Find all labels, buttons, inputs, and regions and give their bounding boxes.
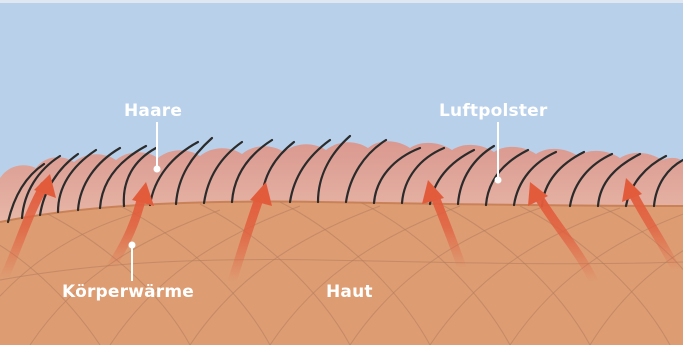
top-border [0,0,683,3]
callout-dot-hair [154,166,161,173]
label-body-heat: Körperwärme [62,282,194,302]
callout-dot-air-cushion [495,177,502,184]
label-skin: Haut [326,282,373,302]
label-air-cushion: Luftpolster [439,101,548,121]
callout-dot-body-heat [129,242,136,249]
label-hair: Haare [124,101,182,121]
